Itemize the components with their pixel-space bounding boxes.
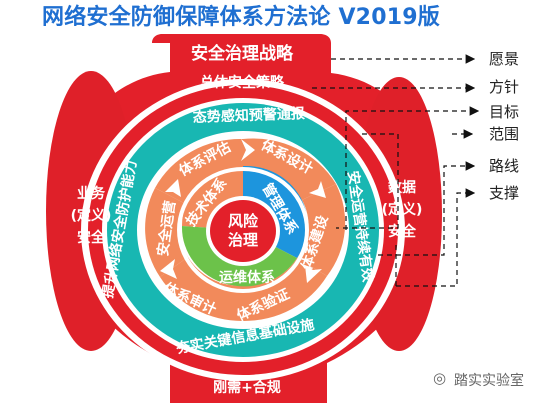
business-security-line-3: 安全	[77, 229, 106, 246]
center-governance-label: 治理	[228, 231, 258, 249]
orange-sector-construction	[297, 184, 346, 276]
center-risk-label: 风险	[228, 212, 259, 230]
business-security-line-1: 业务	[77, 185, 106, 202]
orange-sector-design	[243, 138, 336, 200]
top-strategy-label: 安全治理战略	[191, 43, 294, 64]
watermark-text: 踏实实验室	[454, 373, 524, 389]
support-label: 支撑	[489, 184, 519, 202]
business-security-line-2: (定义)	[71, 207, 112, 224]
top-policy-label: 总体安全策略	[200, 74, 285, 91]
bottom-requirements-label: 刚需+合规	[213, 379, 281, 396]
policy-label: 方针	[489, 78, 519, 96]
scope-label: 范围	[489, 125, 519, 143]
arrow-support-connector	[396, 188, 476, 287]
data-security-line-1: 数据	[388, 179, 416, 196]
cycle-arrow-top	[241, 139, 255, 161]
cycle-arrow-left	[165, 179, 181, 197]
ring-top-label: 态势感知预警通报	[193, 105, 306, 126]
inner-ring-outline	[177, 167, 309, 293]
goal-label: 目标	[489, 103, 519, 121]
wechat-icon: ◎	[433, 369, 447, 387]
page-title: 网络安全防御保障体系方法论 V2019版	[42, 5, 440, 30]
arrow-goal-connector	[345, 106, 480, 230]
arrow-scope-bracket	[336, 133, 399, 229]
arrow-route-connector	[378, 161, 476, 256]
cycle-arrow-bottom-right	[305, 265, 322, 283]
orange-sector-operation	[145, 188, 188, 277]
orange-sector-audit	[160, 257, 243, 322]
route-label: 路线	[489, 157, 519, 175]
cycle-arrow-right	[309, 181, 326, 198]
data-security-line-3: 安全	[388, 223, 417, 240]
cycle-arrow-bottom-left	[160, 259, 177, 279]
data-security-line-2: (定义)	[382, 201, 423, 218]
operation-system-label: 运维体系	[219, 269, 275, 286]
vision-label: 愿景	[489, 50, 519, 68]
center-circle	[210, 200, 276, 262]
